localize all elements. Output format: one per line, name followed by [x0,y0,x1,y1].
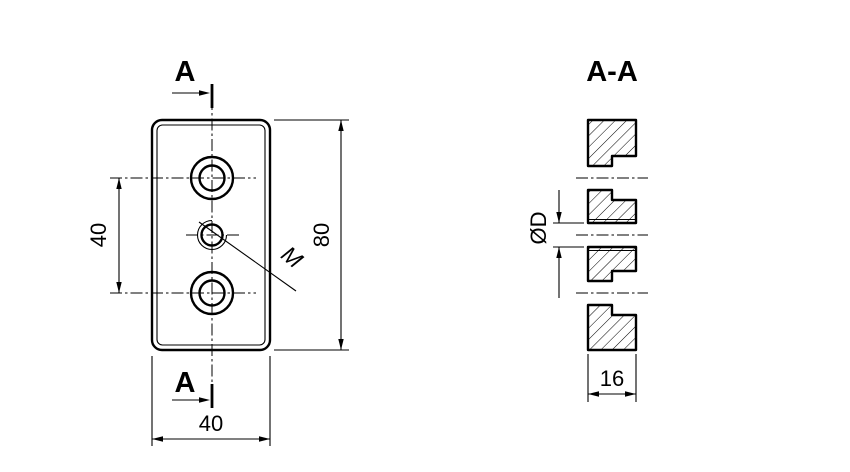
dim-arrow-width-right [259,436,270,442]
dim-text-height: 80 [309,223,334,247]
dimension-bore-diameter: ØD [526,190,584,298]
hatch-region [588,305,612,315]
thread-leader-line [198,221,297,292]
hatch-region [588,120,636,156]
thread-arc [196,219,228,251]
section-body-outline [586,118,638,352]
dim-arrow-height-bottom [338,339,344,350]
through-hole-circle-bottom [198,279,226,307]
dim-arrow-bore-bottom [556,247,562,258]
hatch-region [588,271,612,281]
section-arrowhead-top [199,90,210,96]
thread-label: M [276,241,308,274]
counterbore-hole-top [189,155,235,201]
dimension-hole-spacing: 40 [86,178,122,293]
plate-outline [150,118,272,352]
dim-arrow-hole-spacing-top [116,178,122,189]
section-mark-bottom: A [172,367,214,408]
dimension-thickness: 16 [587,354,637,402]
section-label-top: A [175,56,196,88]
dimension-plate-height: 80 [274,119,349,351]
threaded-hole-center [196,219,228,251]
tap-drill-circle [200,223,224,247]
section-view: A-A ØD [526,56,648,402]
dim-arrow-bore-top [556,212,562,223]
section-view-title: A-A [586,56,638,88]
hatch-region [588,190,612,200]
dim-arrow-thickness-left [588,391,599,397]
through-hole-circle-top [198,164,226,192]
dim-text-hole-spacing: 40 [86,223,111,247]
section-label-bottom: A [175,367,196,399]
section-mark-top: A [172,56,214,108]
dim-text-bore-diameter: ØD [526,212,551,245]
dimension-plate-width: 40 [151,356,271,446]
counterbore-circle-top [189,155,235,201]
section-arrowhead-bottom [199,397,210,403]
counterbore-hole-bottom [189,270,235,316]
hatch-region [588,156,612,166]
dim-text-thickness: 16 [600,366,624,391]
dim-arrow-height-top [338,120,344,131]
hatch-region [588,200,636,223]
plate-inner-contour [156,124,266,346]
counterbore-circle-bottom [189,270,235,316]
hatch-region [588,315,636,350]
front-view: M A A 40 80 [86,56,349,446]
dim-arrow-width-left [152,436,163,442]
dim-arrow-thickness-right [625,391,636,397]
dim-text-width: 40 [199,411,223,436]
dim-arrow-hole-spacing-bottom [116,282,122,293]
